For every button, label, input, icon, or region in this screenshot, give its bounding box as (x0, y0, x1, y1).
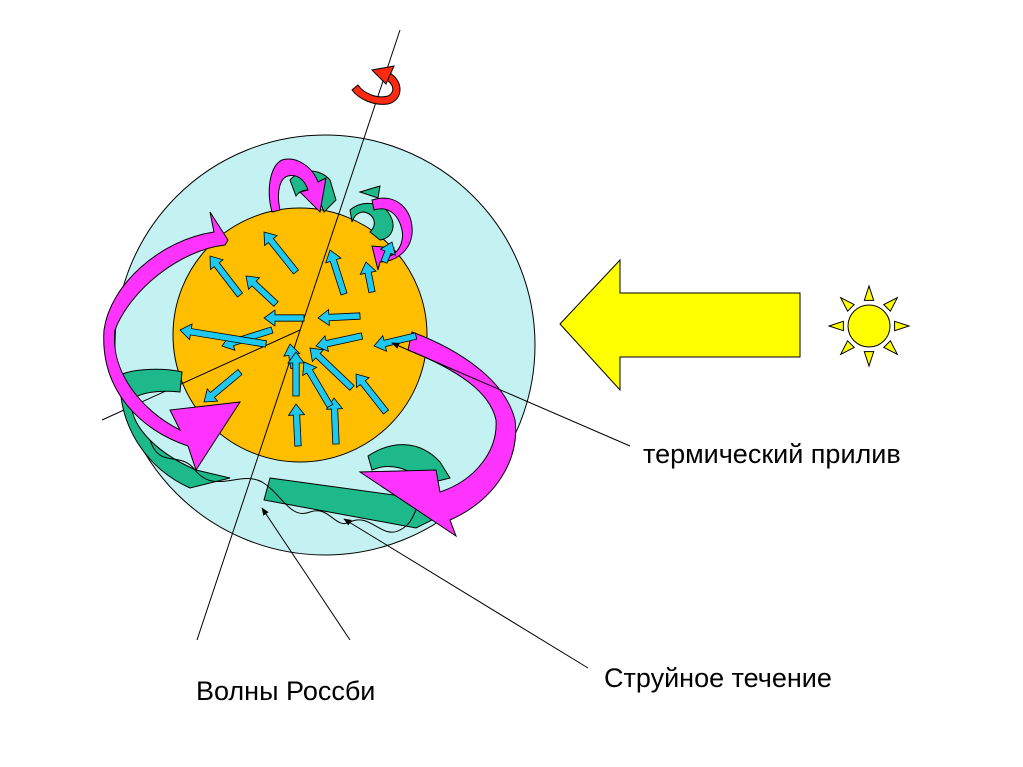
thermal-tide-arrow-right (358, 331, 517, 538)
wind-arrow (209, 255, 244, 298)
sun-ray (839, 296, 856, 313)
rossby-waves-label: Волны Россби (196, 676, 376, 706)
wind-arrows (179, 231, 418, 447)
wind-arrow (263, 231, 300, 275)
jet-stream-label: Струйное течение (604, 663, 832, 693)
solar-flux-arrow-icon (559, 258, 801, 392)
sun-icon (827, 284, 911, 368)
wind-arrow (359, 261, 377, 294)
wind-arrow (245, 275, 279, 307)
thermal-tide-arrow-top-right (371, 197, 413, 271)
rossby-wave-line (149, 439, 431, 533)
thermal-tide-arrow-left (103, 211, 241, 472)
wind-arrow (315, 332, 364, 353)
wind-arrow (325, 249, 348, 296)
jet-stream-leader (343, 518, 589, 669)
sun-ray (882, 339, 899, 356)
sun-ray (863, 284, 875, 301)
jet-stream-band-lower (263, 477, 433, 529)
sun-ray (894, 320, 911, 332)
wind-arrow (302, 361, 334, 409)
wind-arrow (203, 368, 243, 403)
wind-arrow (263, 309, 305, 327)
wind-arrow (179, 323, 267, 348)
thermal-tide-arrows (103, 158, 517, 538)
wind-arrow (317, 308, 361, 327)
wind-arrow (287, 351, 305, 397)
wind-arrow (379, 241, 396, 264)
wind-arrow (355, 373, 390, 415)
rotation-axis (196, 29, 401, 641)
rossby-waves-leader (261, 507, 351, 641)
jet-stream-band-left (119, 368, 231, 489)
thermal-tide-arrow-top-left (268, 158, 327, 214)
sun-ray (827, 320, 844, 332)
thermal-tide-leader (391, 342, 631, 447)
wind-arrow (309, 347, 355, 391)
sun-ray (863, 351, 875, 368)
thermal-tide-label: термический прилив (643, 439, 901, 469)
wind-arrow (287, 403, 306, 447)
wind-arrow (373, 332, 418, 352)
rotation-arrow-icon (351, 65, 401, 105)
sun-ray (882, 296, 899, 313)
sun-ray (839, 339, 856, 356)
